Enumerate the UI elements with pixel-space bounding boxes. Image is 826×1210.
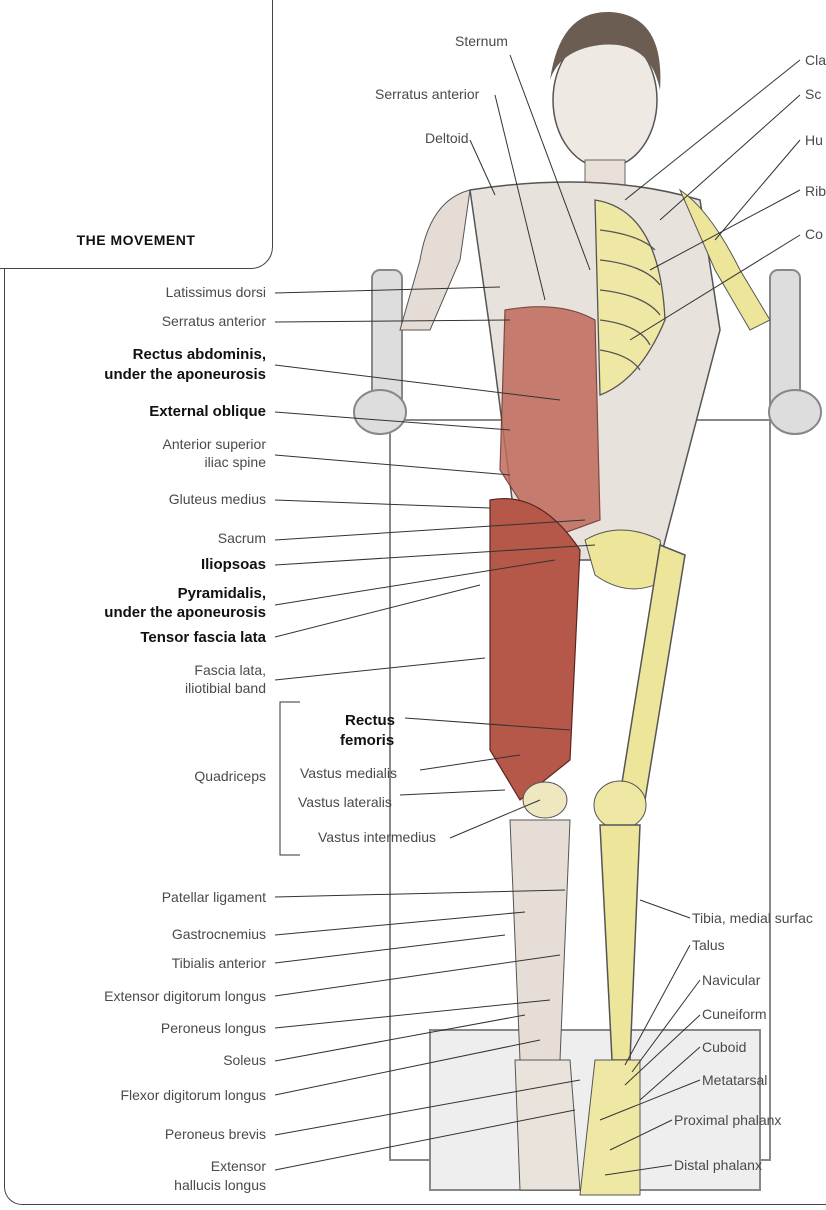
label-rectus-femoris-sub: femoris — [340, 732, 394, 749]
label-extensor-hallucis: Extensor — [211, 1158, 266, 1175]
label-extensor-digitorum-longus: Extensor digitorum longus — [104, 988, 266, 1005]
label-quadriceps: Quadriceps — [194, 768, 266, 785]
inset-title: THE MOVEMENT — [0, 232, 272, 248]
label-external-oblique: External oblique — [149, 403, 266, 420]
label-serratus-anterior: Serratus anterior — [162, 313, 266, 330]
label-vastus-lateralis: Vastus lateralis — [298, 794, 392, 811]
label-sacrum: Sacrum — [218, 530, 266, 547]
label-iliopsoas: Iliopsoas — [201, 556, 266, 573]
label-deltoid: Deltoid — [425, 130, 469, 147]
label-cuboid: Cuboid — [702, 1039, 746, 1056]
label-vastus-intermedius: Vastus intermedius — [318, 829, 436, 846]
label-pyramidalis: Pyramidalis, — [178, 585, 266, 602]
label-soleus: Soleus — [223, 1052, 266, 1069]
left-foot — [515, 1060, 580, 1190]
head — [550, 12, 660, 205]
pelvis — [585, 530, 665, 589]
left-leg-muscles — [490, 499, 580, 800]
label-scapula: Sc — [805, 86, 821, 103]
tibia — [600, 825, 640, 1060]
left-lower-leg — [510, 820, 570, 1060]
label-asis: Anterior superior — [163, 436, 267, 453]
label-fascia-lata-sub: iliotibial band — [185, 680, 266, 697]
label-metatarsal: Metatarsal — [702, 1072, 767, 1089]
label-asis-sub: iliac spine — [205, 454, 266, 471]
label-flexor-digitorum-longus: Flexor digitorum longus — [120, 1087, 266, 1104]
label-peroneus-brevis: Peroneus brevis — [165, 1126, 266, 1143]
label-peroneus-longus: Peroneus longus — [161, 1020, 266, 1037]
label-distal-phalanx: Distal phalanx — [674, 1157, 762, 1174]
right-arm — [400, 190, 470, 330]
label-tibia-medial-surface: Tibia, medial surfac — [692, 910, 813, 927]
label-tensor-fascia-lata: Tensor fascia lata — [140, 629, 266, 646]
label-proximal-phalanx: Proximal phalanx — [674, 1112, 781, 1129]
label-rectus-femoris: Rectus — [345, 712, 395, 729]
label-clavicle: Cla — [805, 52, 826, 69]
label-gluteus-medius: Gluteus medius — [169, 491, 266, 508]
label-ribs: Rib — [805, 183, 826, 200]
label-fascia-lata: Fascia lata, — [194, 662, 266, 679]
label-patellar-ligament: Patellar ligament — [162, 889, 266, 906]
label-gastrocnemius: Gastrocnemius — [172, 926, 266, 943]
left-patella — [523, 782, 567, 818]
label-vastus-medialis: Vastus medialis — [300, 765, 397, 782]
label-talus: Talus — [692, 937, 725, 954]
label-rectus-abdominis: Rectus abdominis, — [133, 346, 266, 363]
label-cuneiform: Cuneiform — [702, 1006, 767, 1023]
label-serratus-anterior-top: Serratus anterior — [375, 86, 479, 103]
label-tibialis-anterior: Tibialis anterior — [172, 955, 266, 972]
label-extensor-hallucis-sub: hallucis longus — [174, 1177, 266, 1194]
label-sternum: Sternum — [455, 33, 508, 50]
label-rectus-abdominis-sub: under the aponeurosis — [104, 366, 266, 383]
label-pyramidalis-sub: under the aponeurosis — [104, 604, 266, 621]
label-latissimus-dorsi: Latissimus dorsi — [166, 284, 266, 301]
movement-inset: THE MOVEMENT — [0, 0, 273, 269]
label-costal: Co — [805, 226, 823, 243]
label-humerus: Hu — [805, 132, 823, 149]
label-navicular: Navicular — [702, 972, 760, 989]
right-knee — [594, 781, 646, 829]
